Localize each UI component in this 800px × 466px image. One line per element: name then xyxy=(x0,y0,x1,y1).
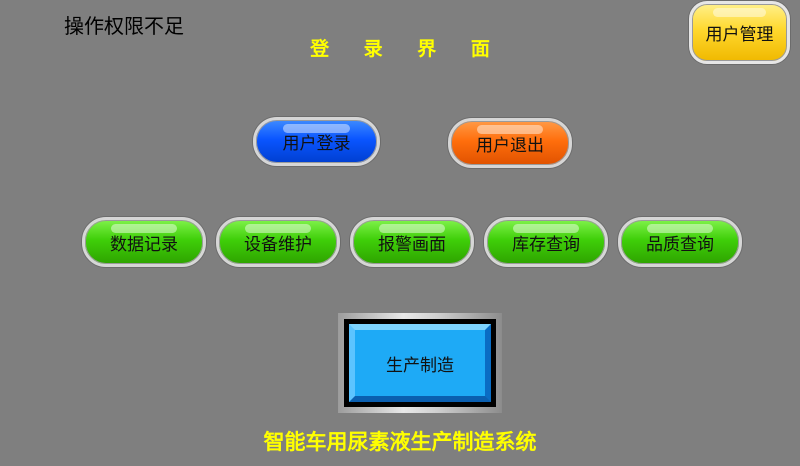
nav-alarm-screen-button[interactable]: 报警画面 xyxy=(350,217,474,267)
system-title: 智能车用尿素液生产制造系统 xyxy=(263,430,537,454)
user-login-label: 用户登录 xyxy=(282,134,351,154)
production-button-border: 生产制造 xyxy=(344,319,496,407)
production-button[interactable]: 生产制造 xyxy=(349,324,491,402)
production-button-frame: 生产制造 xyxy=(338,313,502,413)
nav-label: 报警画面 xyxy=(378,234,446,255)
user-login-button[interactable]: 用户登录 xyxy=(253,117,380,166)
nav-label: 库存查询 xyxy=(512,234,580,255)
user-logout-button[interactable]: 用户退出 xyxy=(448,118,572,168)
production-label: 生产制造 xyxy=(386,355,454,376)
nav-equipment-maintenance-button[interactable]: 设备维护 xyxy=(216,217,340,267)
nav-label: 数据记录 xyxy=(110,234,178,255)
screen-title: 登 录 界 面 xyxy=(310,38,504,60)
user-manage-label: 用户管理 xyxy=(705,25,774,45)
user-manage-button[interactable]: 用户管理 xyxy=(689,1,790,64)
nav-data-records-button[interactable]: 数据记录 xyxy=(82,217,206,267)
nav-label: 设备维护 xyxy=(244,234,312,255)
nav-inventory-query-button[interactable]: 库存查询 xyxy=(484,217,608,267)
nav-quality-query-button[interactable]: 品质查询 xyxy=(618,217,742,267)
nav-label: 品质查询 xyxy=(646,234,714,255)
user-logout-label: 用户退出 xyxy=(476,135,544,156)
permission-warning: 操作权限不足 xyxy=(64,14,184,38)
